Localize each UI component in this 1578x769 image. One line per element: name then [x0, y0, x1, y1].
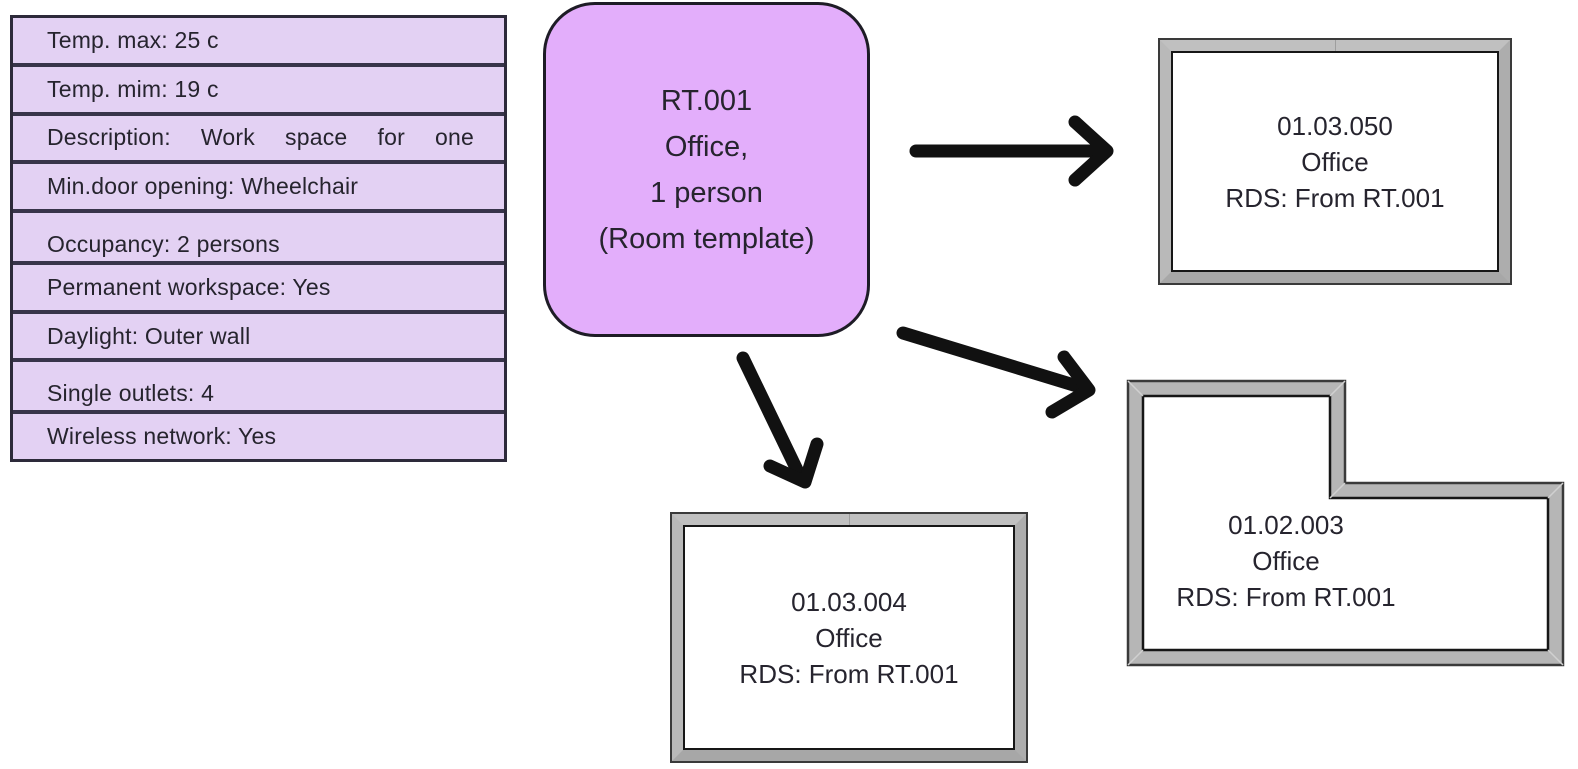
property-row-single-outlets: Single outlets: 4: [13, 362, 504, 415]
room-label: 01.02.003 Office RDS: From RT.001: [1136, 507, 1436, 615]
wall-seam: [849, 514, 850, 525]
property-text: Wireless network: Yes: [47, 423, 277, 450]
property-text: Occupancy: 2 persons: [47, 230, 280, 257]
room-type: Office: [1301, 146, 1369, 177]
arrow-to-room-01-03-050: [909, 115, 1114, 187]
property-row-temp-min: Temp. mim: 19 c: [13, 66, 504, 116]
property-text: Min.door opening: Wheelchair: [47, 173, 359, 200]
property-text: Description: Work space for one: [47, 124, 474, 151]
wall-seam: [1335, 40, 1336, 51]
room-rds: RDS: From RT.001: [1176, 582, 1396, 612]
template-occupancy: 1 person: [650, 176, 763, 209]
property-text: Temp. mim: 19 c: [47, 75, 219, 102]
room-number: 01.02.003: [1228, 510, 1344, 540]
template-code: RT.001: [660, 84, 753, 117]
room-box-01-03-050: 01.03.050 Office RDS: From RT.001: [1158, 38, 1512, 285]
property-row-occupancy: Occupancy: 2 persons: [13, 213, 504, 265]
room-box-01-03-004: 01.03.004 Office RDS: From RT.001: [670, 512, 1028, 763]
property-row-daylight: Daylight: Outer wall: [13, 313, 504, 363]
property-row-wireless: Wireless network: Yes: [13, 414, 504, 460]
property-row-door-opening: Min.door opening: Wheelchair: [13, 164, 504, 214]
room-type: Office: [815, 622, 883, 653]
room-rds: RDS: From RT.001: [1225, 182, 1445, 213]
property-text: Permanent workspace: Yes: [47, 273, 331, 300]
arrow-to-room-01-03-004: [736, 351, 824, 489]
property-text: Single outlets: 4: [47, 380, 215, 407]
property-row-description: Description: Work space for one: [13, 115, 504, 165]
room-type: Office: [1252, 546, 1320, 576]
room-number: 01.03.050: [1277, 110, 1393, 141]
template-properties-panel: Temp. max: 25 c Temp. mim: 19 c Descript…: [10, 15, 507, 462]
arrow-to-room-01-02-003: [896, 326, 1096, 419]
property-text: Daylight: Outer wall: [47, 322, 251, 349]
property-text: Temp. max: 25 c: [47, 26, 219, 53]
room-box-01-02-003: 01.02.003 Office RDS: From RT.001: [1126, 379, 1567, 669]
room-number: 01.03.004: [791, 586, 907, 617]
room-rds: RDS: From RT.001: [739, 658, 959, 689]
room-template-node: RT.001 Office, 1 person (Room template): [543, 2, 870, 337]
property-row-temp-max: Temp. max: 25 c: [13, 18, 504, 67]
template-type: Office,: [664, 130, 749, 163]
l-shaped-room-walls: [1126, 379, 1565, 667]
template-kind: (Room template): [598, 222, 815, 255]
property-row-permanent-workspace: Permanent workspace: Yes: [13, 264, 504, 314]
